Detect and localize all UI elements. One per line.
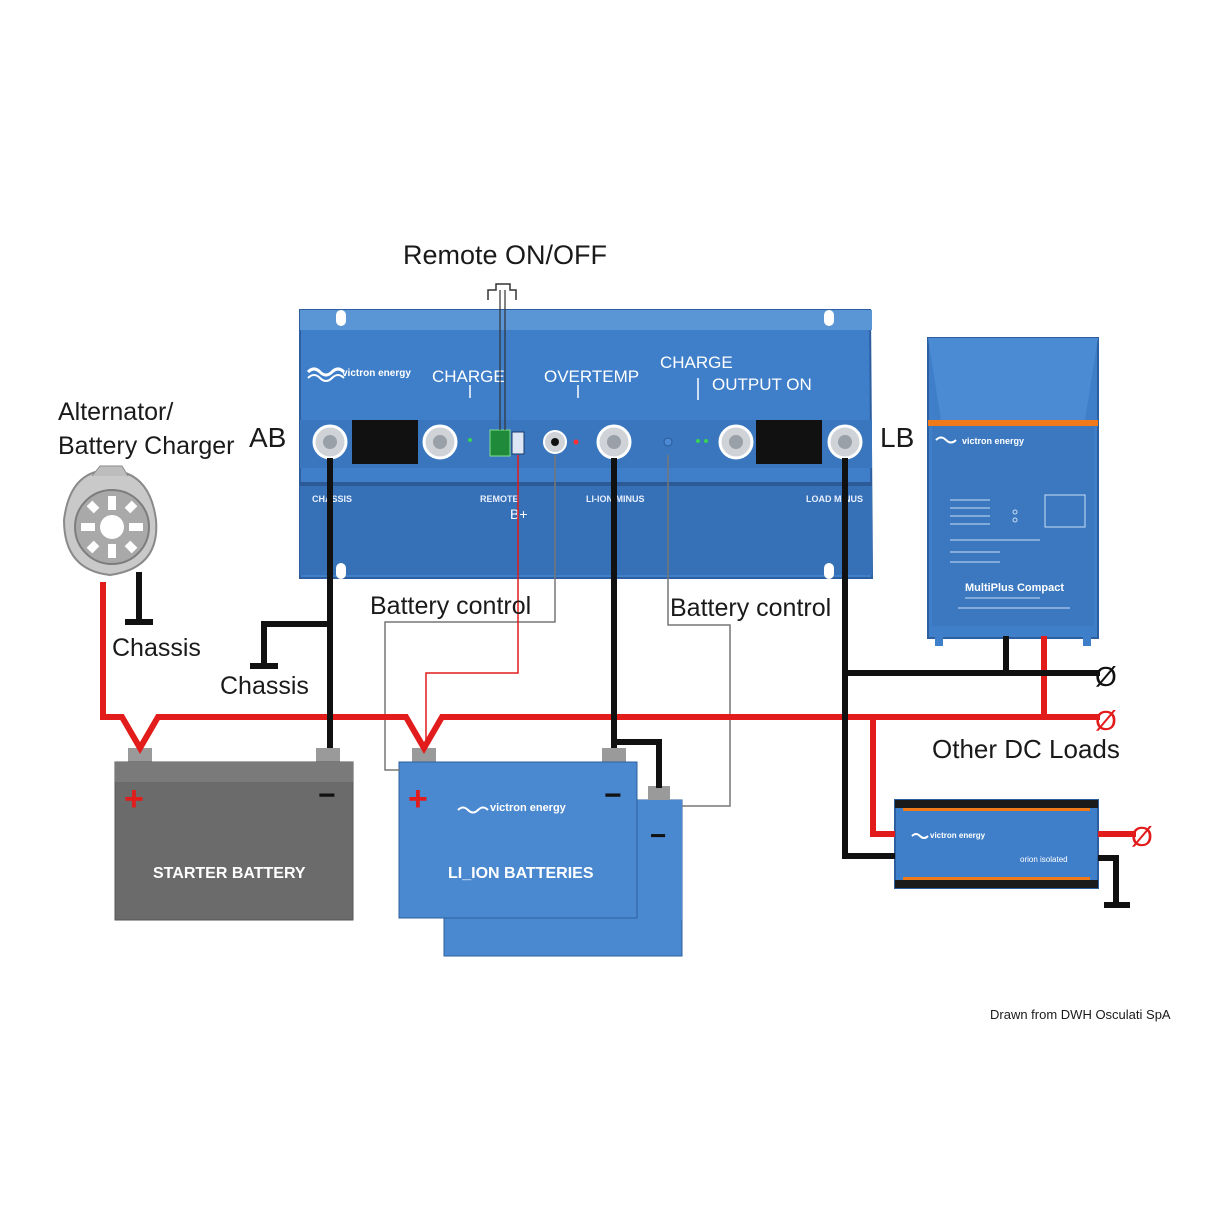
credit-label: Drawn from DWH Osculati SpA [990,1007,1171,1022]
terminal-cover-ab [352,420,418,464]
remote-switch-icon [487,283,517,430]
battery-isolator: victron energy CHARGE OVERTEMP CHARGE OU… [299,309,874,579]
orion-logo-icon [911,833,929,839]
isolator-brand: victron energy [342,368,411,379]
fuse-symbol-black: Ø [1095,661,1117,692]
led-label-charge-lb: CHARGE [660,353,733,372]
term-label-load-minus: LOAD MINUS [806,494,863,504]
ab-label: AB [249,422,286,453]
multiplus-compact-device: victron energy MultiPlus Compact [927,337,1099,646]
alternator-icon [62,465,158,577]
liion-minus-icon: − [604,779,622,812]
led-label-charge-ab: CHARGE [432,367,505,386]
terminal-cover-lb [756,420,822,464]
alternator-label-line2: Battery Charger [58,432,234,460]
lb-label: LB [880,422,914,453]
starter-minus-icon: − [318,779,336,812]
led-overtemp [573,439,579,445]
multiplus-logo-icon [935,436,957,444]
liion-logo-icon [457,806,489,814]
battery-control-label-1: Battery control [370,592,531,620]
orion-brand: victron energy [930,831,986,840]
victron-logo-icon [306,367,346,382]
term-label-bplus: B+ [510,506,528,522]
liion-batteries: − + − victron energy LI_ION BATTERIES [398,748,683,957]
liion-brand: victron energy [490,802,567,814]
wiring [100,455,1136,908]
starter-battery: + − STARTER BATTERY [114,748,354,921]
fuse-symbol-red: Ø [1095,705,1117,736]
liion-2-minus-icon: − [650,820,666,851]
term-label-remote: REMOTE [480,494,519,504]
fuse-symbol-orion: Ø [1131,821,1153,852]
liion-battery-label: LI_ION BATTERIES [448,865,594,882]
chassis-label-alternator: Chassis [112,634,201,662]
orion-model: orion isolated [1020,855,1068,864]
battery-control-label-2: Battery control [670,594,831,622]
alternator-label-line1: Alternator/ [58,398,173,426]
led-label-overtemp: OVERTEMP [544,367,639,386]
liion-plus-icon: + [408,780,428,818]
multiplus-brand: victron energy [962,436,1024,446]
other-dc-loads-label: Other DC Loads [932,734,1120,764]
led-label-output-on: OUTPUT ON [712,375,812,394]
remote-connector [489,429,511,457]
multiplus-model: MultiPlus Compact [965,582,1064,594]
orion-converter: victron energy orion isolated [894,799,1099,889]
starter-battery-label: STARTER BATTERY [153,865,306,882]
chassis-label-isolator: Chassis [220,672,309,700]
starter-plus-icon: + [124,780,144,818]
remote-on-off-label: Remote ON/OFF [403,240,607,270]
